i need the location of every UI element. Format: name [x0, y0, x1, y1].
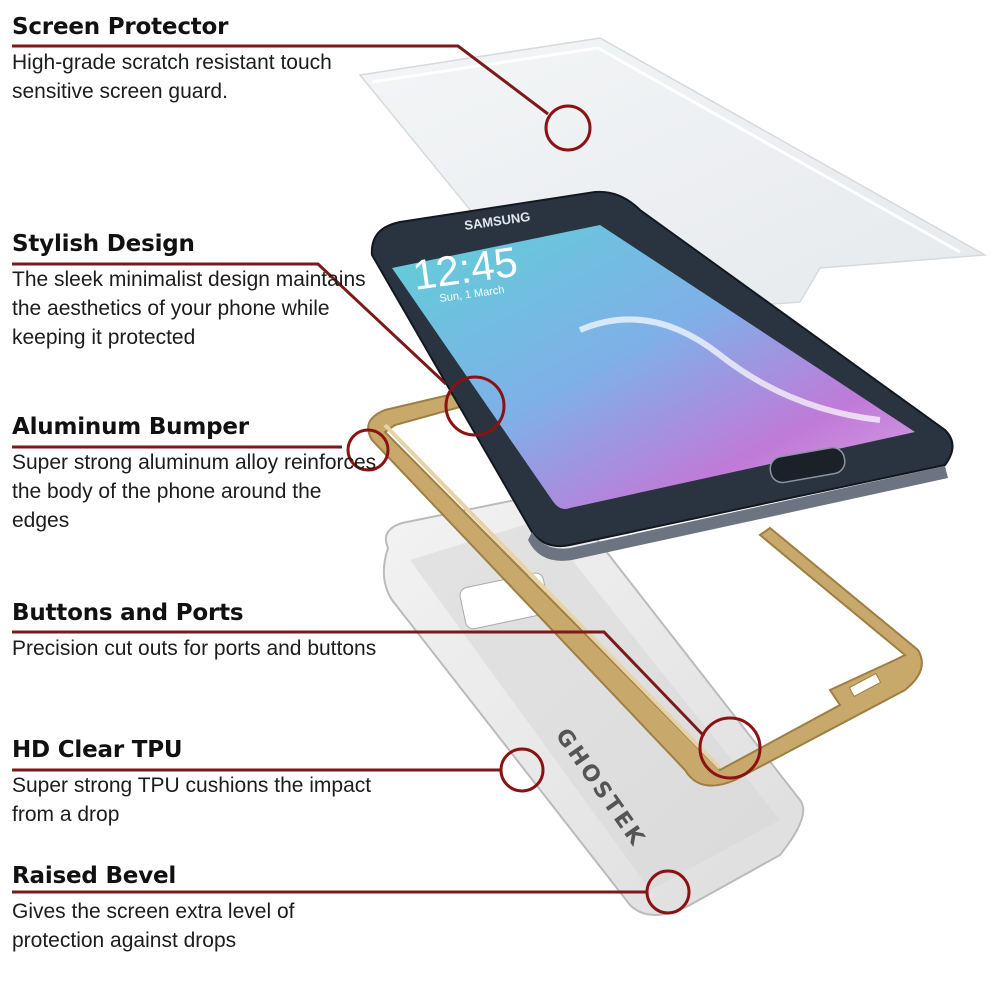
feature-description: High-grade scratch resistant touch sensi…: [12, 51, 332, 103]
feature-aluminum-bumper: Aluminum Bumper Super strong aluminum al…: [12, 412, 382, 535]
feature-title: Screen Protector: [12, 14, 229, 40]
callout-rings: [346, 104, 762, 915]
feature-description: Precision cut outs for ports and buttons: [12, 637, 377, 660]
feature-title: Aluminum Bumper: [12, 414, 249, 440]
feature-title: Raised Bevel: [12, 863, 177, 889]
feature-clear-tpu: HD Clear TPU Super strong TPU cushions t…: [12, 735, 382, 829]
galaxy-phone: SAMSUNG 12:45 Sun, 1 March: [370, 190, 954, 561]
clear-tpu-ring-icon: [499, 747, 545, 793]
callout-leaders: [12, 44, 706, 894]
feature-screen-protector: Screen Protector High-grade scratch resi…: [12, 12, 382, 106]
feature-description: Super strong TPU cushions the impact fro…: [12, 774, 372, 826]
feature-title: Stylish Design: [12, 231, 195, 257]
aluminum-bumper-ring-icon: [346, 428, 390, 472]
feature-description: Gives the screen extra level of protecti…: [12, 900, 295, 952]
screen-protector-ring-icon: [544, 104, 592, 152]
feature-raised-bevel: Raised Bevel Gives the screen extra leve…: [12, 861, 382, 955]
aluminum-bumper-frame: [367, 388, 923, 787]
feature-description: Super strong aluminum alloy reinforces t…: [12, 451, 377, 532]
feature-stylish-design: Stylish Design The sleek minimalist desi…: [12, 229, 382, 352]
feature-title: HD Clear TPU: [12, 737, 183, 763]
clear-tpu-case: GHOSTEK: [382, 493, 805, 916]
raised-bevel-ring-icon: [645, 869, 691, 915]
feature-description: The sleek minimalist design maintains th…: [12, 268, 366, 349]
buttons-ports-ring-icon: [698, 716, 762, 780]
feature-title: Buttons and Ports: [12, 600, 244, 626]
feature-buttons-ports: Buttons and Ports Precision cut outs for…: [12, 598, 382, 663]
stylish-design-ring-icon: [444, 375, 506, 437]
